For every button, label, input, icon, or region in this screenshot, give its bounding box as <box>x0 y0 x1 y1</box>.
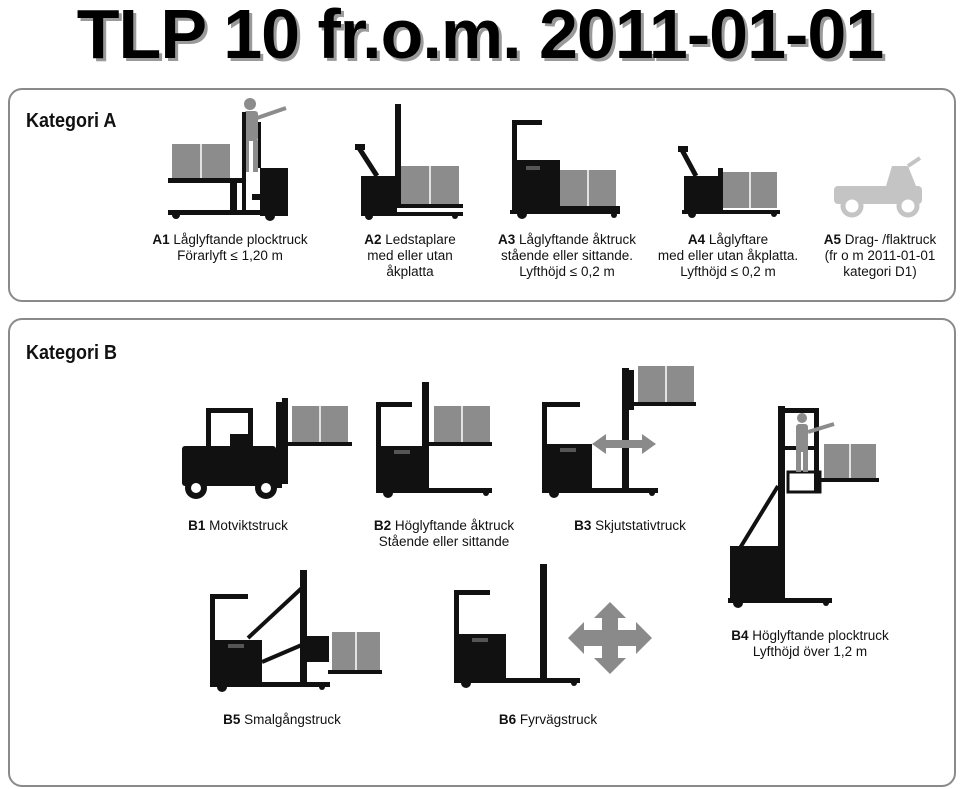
b2-high-lift-ride-on-truck-icon <box>376 382 492 498</box>
a1-caption: A1 Låglyftande plocktruck Förarlyft ≤ 1,… <box>152 232 307 264</box>
category-a-panel: Kategori A A1 Låglyftande plocktruck För… <box>8 88 956 302</box>
a3-code: A3 <box>497 232 516 247</box>
a1-code: A1 <box>152 232 170 247</box>
a5-code: A5 <box>823 232 841 247</box>
a4-low-lifter-truck-icon <box>678 146 780 218</box>
b1-caption: B1 Motviktstruck <box>188 518 288 534</box>
a2-caption: A2 Ledstaplare med eller utan åkplatta <box>364 232 456 280</box>
b6-four-way-truck-icon <box>454 564 652 688</box>
a5-line2: (fr o m 2011-01-01 <box>824 248 936 263</box>
b4-high-lift-order-picker-icon <box>728 406 879 608</box>
b2-line2: Stående eller sittande <box>378 534 510 549</box>
b2-line1: Höglyftande åktruck <box>394 518 515 533</box>
a4-line2: med eller utan åkplatta. <box>657 248 799 263</box>
a5-tow-tractor-icon <box>834 156 922 218</box>
b1-code: B1 <box>188 518 206 533</box>
b2-code: B2 <box>373 518 392 533</box>
a2-stacker-truck-icon <box>355 104 463 220</box>
a2-line3: åkplatta <box>386 264 434 279</box>
a1-line2: Förarlyft ≤ 1,20 m <box>177 248 283 263</box>
category-b-title: Kategori B <box>26 342 118 364</box>
b2-caption: B2 Höglyftande åktruck Stående eller sit… <box>374 518 514 550</box>
a3-line3: Lyfthöjd ≤ 0,2 m <box>519 264 615 279</box>
a4-line1: Låglyftare <box>708 232 769 247</box>
b5-caption: B5 Smalgångstruck <box>223 712 341 728</box>
b5-line1: Smalgångstruck <box>244 712 341 727</box>
a5-line1: Drag- /flaktruck <box>844 232 937 247</box>
a3-caption: A3 Låglyftande åktruck stående eller sit… <box>498 232 636 280</box>
a4-code: A4 <box>687 232 706 247</box>
a3-line1: Låglyftande åktruck <box>518 232 637 247</box>
b4-code: B4 <box>731 628 749 643</box>
a4-line3: Lyfthöjd ≤ 0,2 m <box>680 264 776 279</box>
a3-line2: stående eller sittande. <box>500 248 634 263</box>
b3-reach-truck-icon <box>542 366 696 498</box>
a1-line1: Låglyftande plocktruck <box>173 232 308 247</box>
a3-ride-on-truck-icon <box>510 120 620 219</box>
b1-line1: Motviktstruck <box>209 518 288 533</box>
a4-caption: A4 Låglyftare med eller utan åkplatta. L… <box>658 232 798 280</box>
b6-line1: Fyrvägstruck <box>519 712 598 727</box>
page-title: TLP 10 fr.o.m. 2011-01-01 <box>76 0 884 73</box>
a1-order-picker-truck-icon <box>168 98 288 221</box>
b5-narrow-aisle-truck-icon <box>210 570 382 692</box>
b6-code: B6 <box>498 712 517 727</box>
b3-code: B3 <box>574 518 592 533</box>
b3-line1: Skjutstativtruck <box>595 518 686 533</box>
b1-counterbalance-truck-icon <box>182 398 352 499</box>
b3-caption: B3 Skjutstativtruck <box>574 518 686 534</box>
a5-caption: A5 Drag- /flaktruck (fr o m 2011-01-01 k… <box>824 232 937 280</box>
a5-line3: kategori D1) <box>843 264 917 279</box>
b5-code: B5 <box>223 712 241 727</box>
a2-line2: med eller utan <box>367 248 453 263</box>
b4-line2: Lyfthöjd över 1,2 m <box>752 644 868 659</box>
b6-caption: B6 Fyrvägstruck <box>499 712 597 728</box>
b4-caption: B4 Höglyftande plocktruck Lyfthöjd över … <box>731 628 889 660</box>
a2-code: A2 <box>364 232 382 247</box>
category-b-panel: Kategori B B1 Motviktstruck B2 Höglyft <box>8 318 956 787</box>
a2-line1: Ledstaplare <box>385 232 456 247</box>
b4-line1: Höglyftande plocktruck <box>752 628 889 643</box>
category-a-title: Kategori A <box>26 110 117 132</box>
